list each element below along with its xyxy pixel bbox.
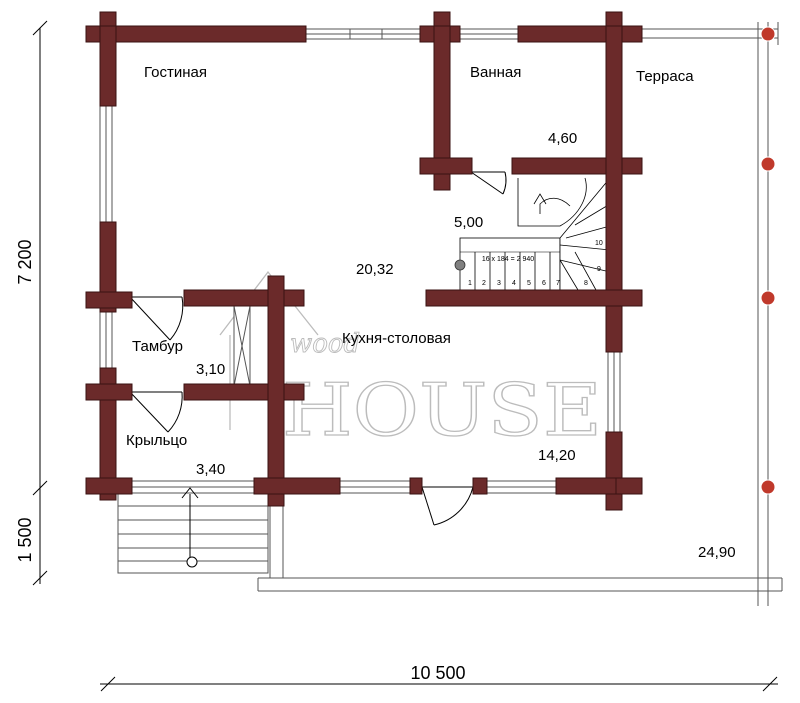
terrace-door xyxy=(421,486,474,526)
watermark-small-text: wood xyxy=(290,329,360,359)
walls xyxy=(85,11,643,511)
area-kitchen: 14,20 xyxy=(538,447,576,464)
area-living: 20,32 xyxy=(356,261,394,278)
room-label-porch: Крыльцо xyxy=(126,432,187,449)
stair-step-number: 2 xyxy=(482,280,486,287)
stair-step-number: 6 xyxy=(542,280,546,287)
stairs-formula: 16 x 184 = 2 940 xyxy=(482,256,534,263)
dimension-lines xyxy=(32,20,778,692)
stair-step-number: 1 xyxy=(468,280,472,287)
dimension-width: 10 500 xyxy=(410,663,465,683)
stair-step-number: 7 xyxy=(556,280,560,287)
stair-step-number: 9 xyxy=(597,266,601,273)
terrace-post-icon xyxy=(760,290,776,306)
dimension-tick xyxy=(762,676,778,692)
watermark-large-text: HOUSE xyxy=(282,368,602,452)
terrace-outline xyxy=(257,22,783,606)
room-label-kitchen: Кухня-столовая xyxy=(342,330,451,347)
staircase xyxy=(454,176,611,291)
porch-stairs-start-icon xyxy=(186,556,198,568)
doors xyxy=(129,171,507,526)
glass-partition xyxy=(233,305,251,387)
porch-steps xyxy=(117,487,269,574)
porch-door xyxy=(129,391,183,433)
bathroom-door xyxy=(470,171,507,195)
room-label-bathroom: Ванная xyxy=(470,64,521,81)
terrace-post-icon xyxy=(760,156,776,172)
stair-start-icon xyxy=(454,259,466,271)
stair-step-number: 4 xyxy=(512,280,516,287)
area-hall: 5,00 xyxy=(454,214,483,231)
room-label-vestibule: Тамбур xyxy=(132,338,183,355)
dimension-height-main: 7 200 xyxy=(15,239,35,284)
area-porch: 3,40 xyxy=(196,461,225,478)
dimension-tick xyxy=(32,20,48,36)
dimension-tick xyxy=(32,570,48,586)
terrace-post-icon xyxy=(760,26,776,42)
area-vestibule: 3,10 xyxy=(196,361,225,378)
dimension-height-porch: 1 500 xyxy=(15,517,35,562)
area-bathroom: 4,60 xyxy=(548,130,577,147)
watermark: wood HOUSE xyxy=(219,270,603,453)
room-label-living: Гостиная xyxy=(144,64,207,81)
stair-step-number: 5 xyxy=(527,280,531,287)
vestibule-door xyxy=(129,296,184,341)
stair-step-number: 10 xyxy=(595,240,603,247)
stair-step-number: 3 xyxy=(497,280,501,287)
terrace-post-icon xyxy=(760,479,776,495)
dimension-tick xyxy=(100,676,116,692)
stair-step-number: 8 xyxy=(584,280,588,287)
stair-step-numbers: 1 2 3 4 5 6 7 8 9 10 xyxy=(468,240,603,287)
area-terrace: 24,90 xyxy=(698,544,736,561)
dimension-tick xyxy=(32,480,48,496)
room-label-terrace: Терраса xyxy=(636,68,694,85)
